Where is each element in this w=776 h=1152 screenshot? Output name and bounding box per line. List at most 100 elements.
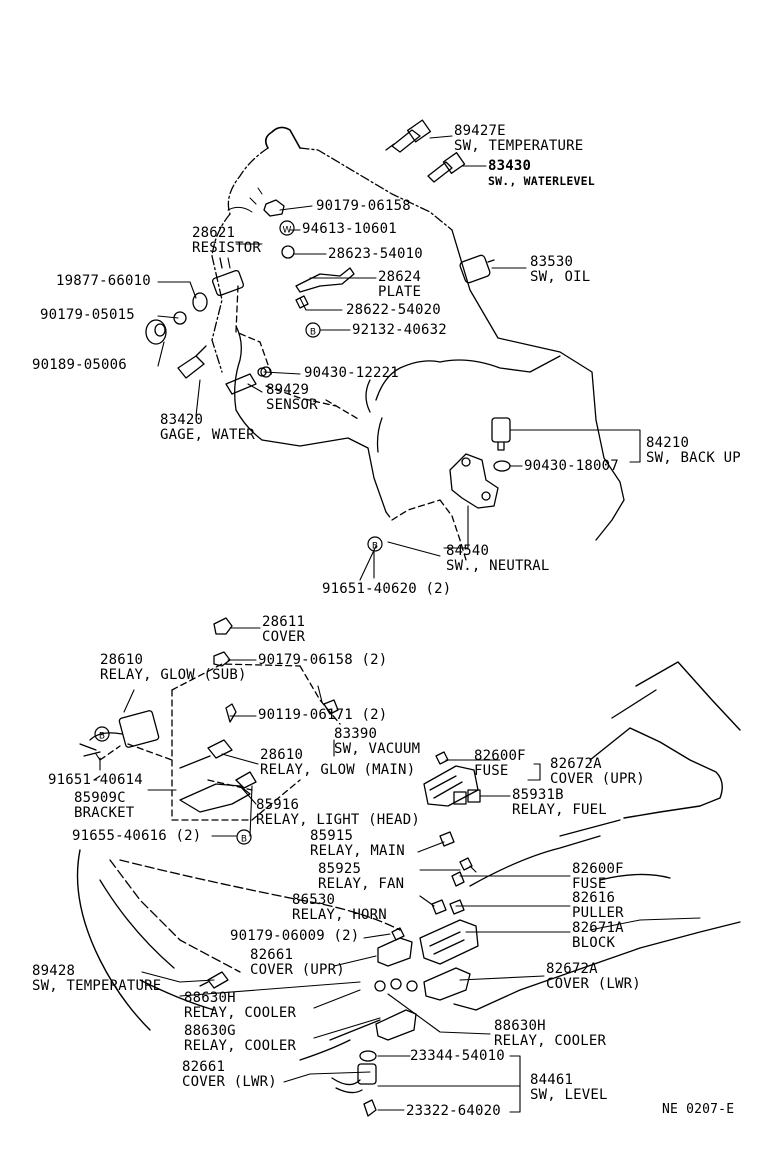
callout-90179-05015: 90179-05015 xyxy=(40,308,135,323)
part-number: 89428 xyxy=(32,963,76,979)
part-name: RELAY, LIGHT (HEAD) xyxy=(256,812,420,828)
callout-86530: 86530 RELAY, HORN xyxy=(292,893,387,923)
callout-82600f-lower: 82600F FUSE xyxy=(572,862,624,892)
callout-28611: 28611 COVER xyxy=(262,615,305,645)
part-number: 83390 xyxy=(334,726,378,742)
part-name: SW, LEVEL xyxy=(530,1087,608,1103)
part-number: 89429 xyxy=(266,382,310,398)
part-number: 90430-18007 xyxy=(524,458,619,474)
callout-89429: 89429 SENSOR xyxy=(266,383,318,413)
part-number: 28610 xyxy=(100,652,144,668)
part-number: 91651-40614 xyxy=(48,772,143,788)
part-name: SW, OIL xyxy=(530,269,591,285)
puller-part xyxy=(449,899,465,915)
part-number: 86530 xyxy=(292,892,336,908)
callout-82672a-upper: 82672A COVER (UPR) xyxy=(550,757,645,787)
part-name: BRACKET xyxy=(74,805,135,821)
part-name: COVER (UPR) xyxy=(250,962,345,978)
part-number: 90119-06171 (2) xyxy=(258,707,388,723)
markers xyxy=(94,220,383,845)
gasket-part xyxy=(493,460,511,472)
gasket-part-2 xyxy=(359,1050,377,1062)
callout-91655-40616: 91655-40616 (2) xyxy=(72,829,201,844)
part-number: 28622-54020 xyxy=(346,302,441,318)
insulator-part xyxy=(192,292,208,312)
part-name: RELAY, FUEL xyxy=(512,802,607,818)
body-outline xyxy=(76,661,741,1061)
part-number: 85915 xyxy=(310,828,354,844)
callout-91651-40620: 91651-40620 (2) xyxy=(322,582,451,597)
water-level-switch-part xyxy=(427,152,466,183)
nut-part xyxy=(263,199,285,217)
part-name: PLATE xyxy=(378,284,422,300)
part-number: 92132-40632 xyxy=(352,322,447,338)
bolt-marker-circle-4 xyxy=(236,829,252,845)
bolt-part-2 xyxy=(363,1099,377,1117)
part-number: 82672A xyxy=(550,756,602,772)
part-number: 28611 xyxy=(262,614,306,630)
glow-relay-sub-part xyxy=(79,710,160,757)
part-number: 90430-12221 xyxy=(304,365,399,381)
bolt-marker-text-3: B xyxy=(99,732,105,742)
plate-part xyxy=(295,267,355,293)
water-gage-part xyxy=(177,345,207,379)
temperature-switch-part xyxy=(385,119,432,153)
part-number: 84210 xyxy=(646,435,690,451)
washer-marker-circle xyxy=(279,220,295,236)
fuel-relay-part xyxy=(453,789,481,805)
figure-code: NE 0207-E xyxy=(662,1102,735,1117)
part-name: SENSOR xyxy=(266,397,318,413)
part-name: SW, TEMPERATURE xyxy=(32,978,162,994)
part-name: RESISTOR xyxy=(192,240,262,256)
part-number: 28621 xyxy=(192,225,236,241)
part-number: 84461 xyxy=(530,1072,574,1088)
callout-85925: 85925 RELAY, FAN xyxy=(318,862,404,892)
part-name: SW., WATERLEVEL xyxy=(488,174,595,188)
callout-28622-54020: 28622-54020 xyxy=(346,303,441,318)
vacuum-switch-part xyxy=(323,699,339,715)
part-name: RELAY, COOLER xyxy=(494,1033,607,1049)
callout-89428: 89428 SW, TEMPERATURE xyxy=(32,964,161,994)
callout-28610-main: 28610 RELAY, GLOW (MAIN) xyxy=(260,748,415,778)
nut-part-4 xyxy=(391,927,405,941)
part-number: 23344-54010 xyxy=(410,1048,505,1064)
engine-outline xyxy=(211,126,625,561)
callout-90179-06009: 90179-06009 (2) xyxy=(230,929,359,944)
fuse-part-2 xyxy=(459,857,473,871)
callout-88630g: 88630G RELAY, COOLER xyxy=(184,1024,296,1054)
callout-23322-64020: 23322-64020 xyxy=(406,1104,501,1119)
callout-85931b: 85931B RELAY, FUEL xyxy=(512,788,607,818)
part-number: 19877-66010 xyxy=(56,273,151,289)
part-number: 88630H xyxy=(184,990,236,1006)
callout-82661-upper: 82661 COVER (UPR) xyxy=(250,948,345,978)
part-number: 90189-05006 xyxy=(32,357,127,373)
part-name: COVER (LWR) xyxy=(546,976,641,992)
bolt-part xyxy=(225,703,237,723)
resistor-part xyxy=(211,257,245,297)
fan-relay-part xyxy=(451,871,465,887)
callout-90430-18007: 90430-18007 xyxy=(524,459,619,474)
part-number: 82672A xyxy=(546,961,598,977)
part-number: 85909C xyxy=(74,790,126,806)
callout-92132-40632: 92132-40632 xyxy=(352,323,447,338)
cover-lower-part xyxy=(423,967,471,1001)
cooler-relay-part-3 xyxy=(406,980,418,992)
callout-28621: 28621 RESISTOR xyxy=(192,226,261,256)
part-number: 90179-05015 xyxy=(40,307,135,323)
callout-88630h-right: 88630H RELAY, COOLER xyxy=(494,1019,606,1049)
cover-upper-part xyxy=(423,765,479,807)
part-name: FUSE xyxy=(474,763,509,779)
callout-90179-06158-2: 90179-06158 (2) xyxy=(258,653,387,668)
part-number: 91655-40616 (2) xyxy=(72,828,202,844)
screw-part xyxy=(295,295,309,309)
part-name: RELAY, GLOW (MAIN) xyxy=(260,762,416,778)
temperature-switch-part-2 xyxy=(199,971,229,989)
part-number: 28623-54010 xyxy=(328,246,423,262)
callout-23344-54010: 23344-54010 xyxy=(410,1049,505,1064)
part-name: SW, TEMPERATURE xyxy=(454,138,584,154)
part-name: SW, VACUUM xyxy=(334,741,421,757)
bolt-marker-text-2: B xyxy=(372,542,378,552)
oil-switch-part xyxy=(459,254,495,284)
